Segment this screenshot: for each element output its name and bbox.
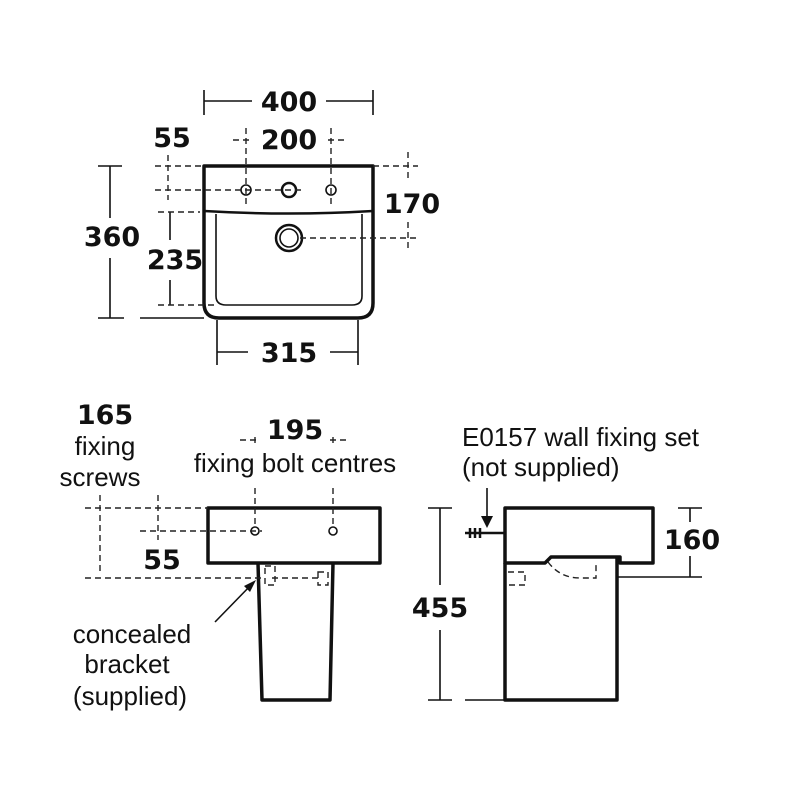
dim-bolt-offset: 55 [143, 545, 181, 576]
dim-455-lines [428, 507, 505, 701]
dim-depth-overall: 360 [84, 222, 140, 253]
dim-360-lines [98, 165, 204, 319]
fixing-set-label-1: E0157 wall fixing set [462, 422, 700, 452]
dim-170-lines [300, 152, 420, 248]
waste-inner [279, 228, 299, 248]
side-hidden-lines [508, 561, 597, 586]
fixing-arrow-head [481, 516, 493, 528]
dim-400-lines [203, 90, 374, 115]
basin-outline-side [503, 506, 655, 565]
dim-pedestal-height: 455 [412, 593, 468, 624]
dim-screw-centres: 165 [77, 400, 133, 431]
bracket-arrow-line [214, 583, 253, 623]
screw-label-2: screws [60, 462, 141, 492]
front-dim-lines [85, 437, 350, 579]
dim-waste-height: 170 [384, 189, 440, 220]
tap-hole-right [325, 184, 337, 196]
dim-235-ticks [158, 211, 215, 306]
concealed-bracket [264, 565, 329, 586]
dim-width-overall: 400 [261, 87, 317, 118]
fixing-set-label-2: (not supplied) [462, 452, 620, 482]
side-view: E0157 wall fixing set (not supplied) 455… [412, 422, 720, 702]
bracket-label-3: (supplied) [73, 681, 187, 711]
wall-fixing-screw [465, 528, 505, 538]
bolt-label: fixing bolt centres [194, 448, 396, 478]
dim-tap-centres: 200 [261, 125, 317, 156]
dim-bolt-centres: 195 [267, 415, 323, 446]
pedestal-front [256, 562, 335, 702]
dim-bowl-depth: 235 [147, 245, 203, 276]
top-view: 400 200 55 170 360 235 315 [84, 87, 440, 369]
bracket-arrow-head [244, 580, 256, 592]
bracket-label-1: concealed [73, 619, 192, 649]
dim-315-lines [216, 320, 359, 365]
front-view: 165 fixing screws 195 fixing bolt centre… [60, 400, 397, 711]
bracket-label-2: bracket [84, 649, 170, 679]
screw-label-1: fixing [75, 431, 136, 461]
basin-bowl-line [215, 214, 363, 306]
basin-outline-top [202, 164, 375, 320]
dim-55-lines [155, 155, 305, 200]
bolt-hole-right [328, 526, 338, 536]
basin-rim-line [203, 209, 374, 215]
dim-160-lines [617, 507, 702, 578]
dim-tap-offset: 55 [153, 123, 191, 154]
basin-outline-front [206, 506, 382, 565]
dim-bowl-width: 315 [261, 338, 317, 369]
dim-basin-height: 160 [664, 525, 720, 556]
pedestal-side [503, 557, 619, 702]
